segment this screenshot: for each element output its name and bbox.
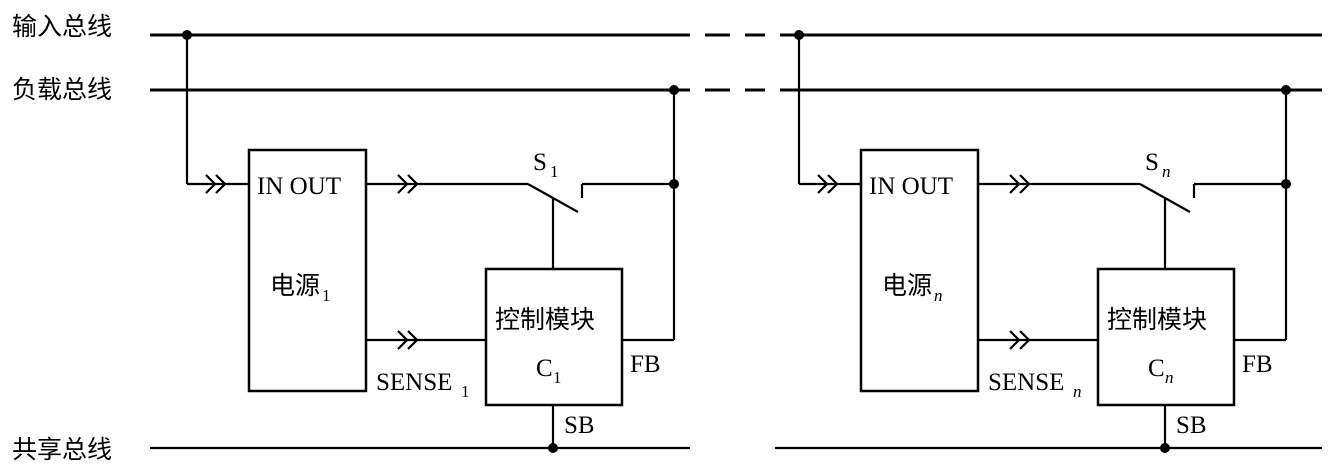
output-connector-icon	[1009, 174, 1031, 194]
control-module-id: C	[536, 355, 553, 382]
sense-label: SENSE	[988, 369, 1064, 396]
sense-connector-icon	[397, 330, 419, 350]
junction-dot	[1160, 443, 1170, 453]
junction-dot	[669, 85, 679, 95]
power-supply-subscript: 1	[322, 286, 331, 305]
junction-dot	[182, 30, 192, 40]
junction-dot	[1281, 179, 1291, 189]
switch-label: S	[1145, 149, 1159, 176]
power-supply-subscript: n	[934, 286, 943, 305]
switch-subscript: n	[1162, 162, 1171, 181]
input-bus-label: 输入总线	[12, 13, 112, 41]
sb-label: SB	[564, 412, 595, 439]
power-supply-io-label: IN OUT	[869, 173, 953, 200]
control-module-subscript: 1	[553, 368, 562, 387]
sense-subscript: n	[1073, 382, 1082, 401]
junction-dot	[548, 443, 558, 453]
power-supply-io-label: IN OUT	[257, 173, 341, 200]
switch-label: S	[533, 149, 547, 176]
power-supply-label: 电源	[270, 272, 320, 300]
junction-dot	[1281, 85, 1291, 95]
control-module-box	[1096, 267, 1236, 407]
junction-dot	[794, 30, 804, 40]
input-connector-icon	[205, 174, 227, 194]
control-module-label: 控制模块	[1107, 306, 1207, 334]
fb-label: FB	[1242, 351, 1273, 378]
sense-connector-icon	[1009, 330, 1031, 350]
power-supply-box	[859, 148, 980, 393]
power-supply-box	[247, 148, 368, 393]
power-supply-label: 电源	[882, 272, 932, 300]
unit-1: IN OUT 电源 1 S 1 SENSE 1 控制模块 C 1 FB	[182, 30, 679, 453]
control-module-subscript: n	[1165, 368, 1174, 387]
control-module-label: 控制模块	[495, 306, 595, 334]
shared-bus-label: 共享总线	[12, 436, 112, 464]
sense-subscript: 1	[461, 382, 470, 401]
switch-subscript: 1	[550, 162, 559, 181]
junction-dot	[669, 179, 679, 189]
unit-n: IN OUT 电源 n S n SENSE n 控制模块 C n FB SB	[794, 30, 1291, 453]
sense-label: SENSE	[376, 369, 452, 396]
input-connector-icon	[817, 174, 839, 194]
control-module-id: C	[1148, 355, 1165, 382]
fb-label: FB	[630, 351, 661, 378]
sb-label: SB	[1176, 412, 1207, 439]
load-bus-label: 负载总线	[12, 76, 112, 104]
output-connector-icon	[397, 174, 419, 194]
